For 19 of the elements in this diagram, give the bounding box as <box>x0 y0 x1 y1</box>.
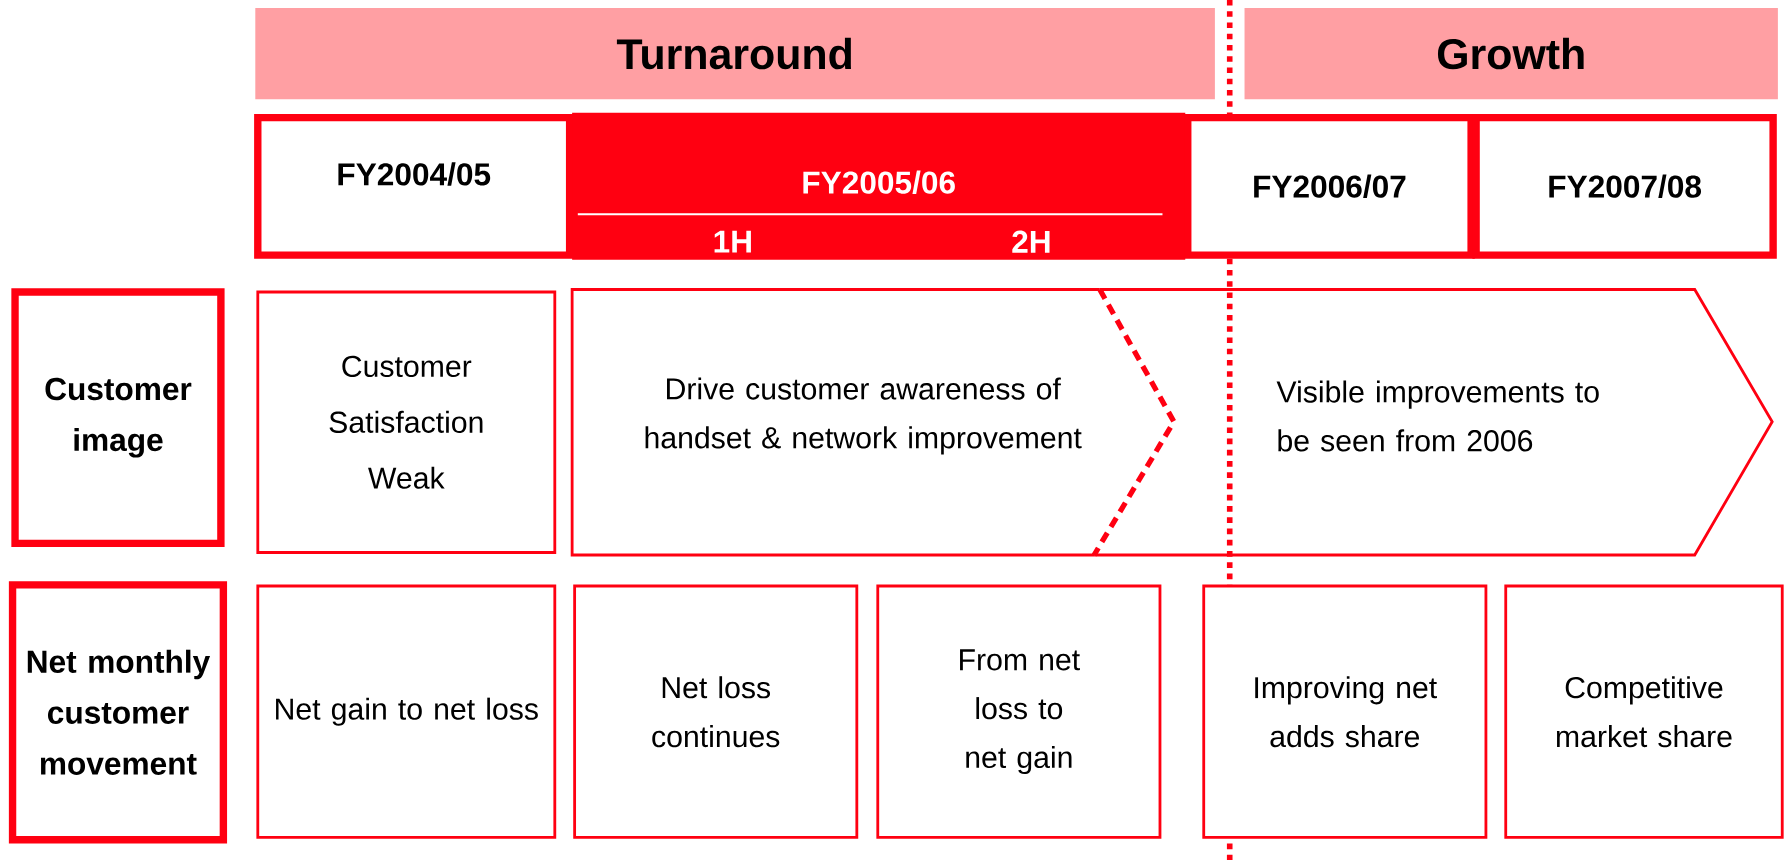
period-box: FY2005/06 1H 2H <box>572 112 1186 260</box>
node-label: FY2005/06 <box>803 170 955 194</box>
phase-band: Growth <box>1244 7 1778 99</box>
statement-box: Net loss continues <box>573 584 859 839</box>
row-header-box: Customer image <box>11 288 225 547</box>
statement-banner: Visible improvements to be seen from 2006 <box>1094 287 1774 557</box>
statement-box: From net loss to net gain <box>876 584 1162 839</box>
statement-box: Competitive market share <box>1504 584 1784 839</box>
statement-banner: Drive customer awareness of handset & network improvement <box>570 287 1177 557</box>
period-box: FY2006/07 <box>1184 113 1475 259</box>
half-year-label: 1H <box>714 230 751 253</box>
half-year-label: 2H <box>1012 230 1050 253</box>
period-box: FY2004/05 <box>254 113 574 259</box>
statement-box: Net gain to net loss <box>256 584 557 839</box>
statement-box: Improving net adds share <box>1202 584 1488 839</box>
phase-band: Turnaround <box>255 7 1215 99</box>
period-box: FY2007/08 <box>1472 113 1777 259</box>
statement-box: Customer Satisfaction Weak <box>256 290 557 554</box>
row-header-box: Net monthly customer movement <box>8 580 228 844</box>
